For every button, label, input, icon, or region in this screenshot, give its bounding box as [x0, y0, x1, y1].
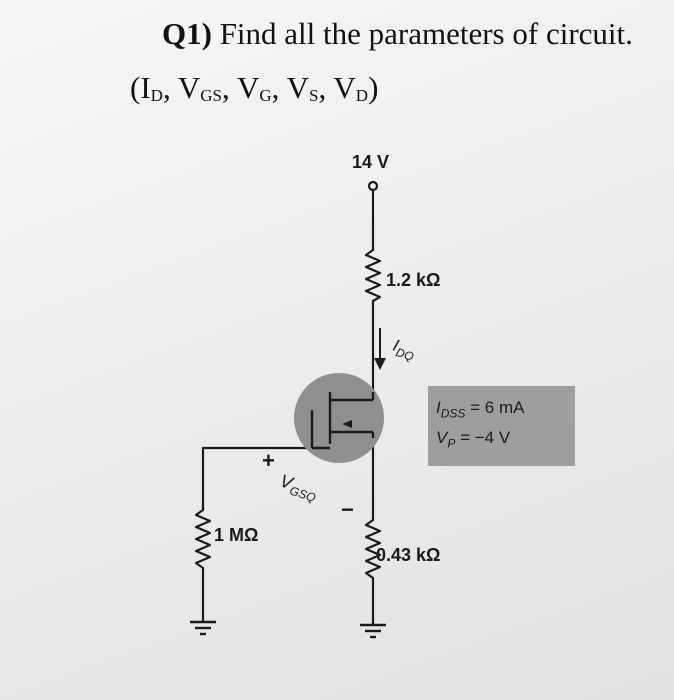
- question-number: Q1): [162, 16, 212, 51]
- paren-close: ): [368, 70, 379, 105]
- param-vd: VD: [333, 70, 369, 105]
- drain-resistor: [364, 248, 382, 303]
- question-prompt: Find all the parameters of circuit.: [219, 16, 633, 51]
- source-resistor: [364, 518, 382, 580]
- jfet-symbol: [310, 392, 375, 450]
- supply-voltage-label: 14 V: [352, 152, 390, 172]
- jfet-body: [294, 373, 384, 463]
- param-vs: VS: [286, 70, 319, 105]
- gate-resistor: [194, 508, 212, 570]
- id-arrow-head: [374, 358, 386, 370]
- ground-source: [360, 623, 386, 639]
- jfet-arrow: [342, 420, 352, 428]
- paren-open: (: [130, 70, 141, 105]
- param-id: ID: [140, 70, 163, 105]
- param-vg: VG: [236, 70, 272, 105]
- idss-param: IDSS = 6 mA: [436, 398, 525, 421]
- question-title: Q1) Find all the parameters of circuit.: [162, 16, 633, 52]
- supply-terminal: [367, 180, 379, 192]
- vgs-plus-sign: +: [262, 448, 275, 473]
- ground-gate: [190, 620, 216, 636]
- drain-resistor-label: 1.2 kΩ: [386, 270, 441, 290]
- source-resistor-label: 0.43 kΩ: [376, 545, 441, 565]
- parameter-list: (ID, VGS, VG, VS, VD): [130, 70, 379, 105]
- jfet-parameters-box: IDSS = 6 mA VP = −4 V: [428, 386, 575, 466]
- param-vgs: VGS: [177, 70, 223, 105]
- gate-resistor-label: 1 MΩ: [214, 525, 259, 545]
- vp-param: VP = −4 V: [436, 428, 511, 451]
- vgs-minus-sign: −: [341, 497, 354, 522]
